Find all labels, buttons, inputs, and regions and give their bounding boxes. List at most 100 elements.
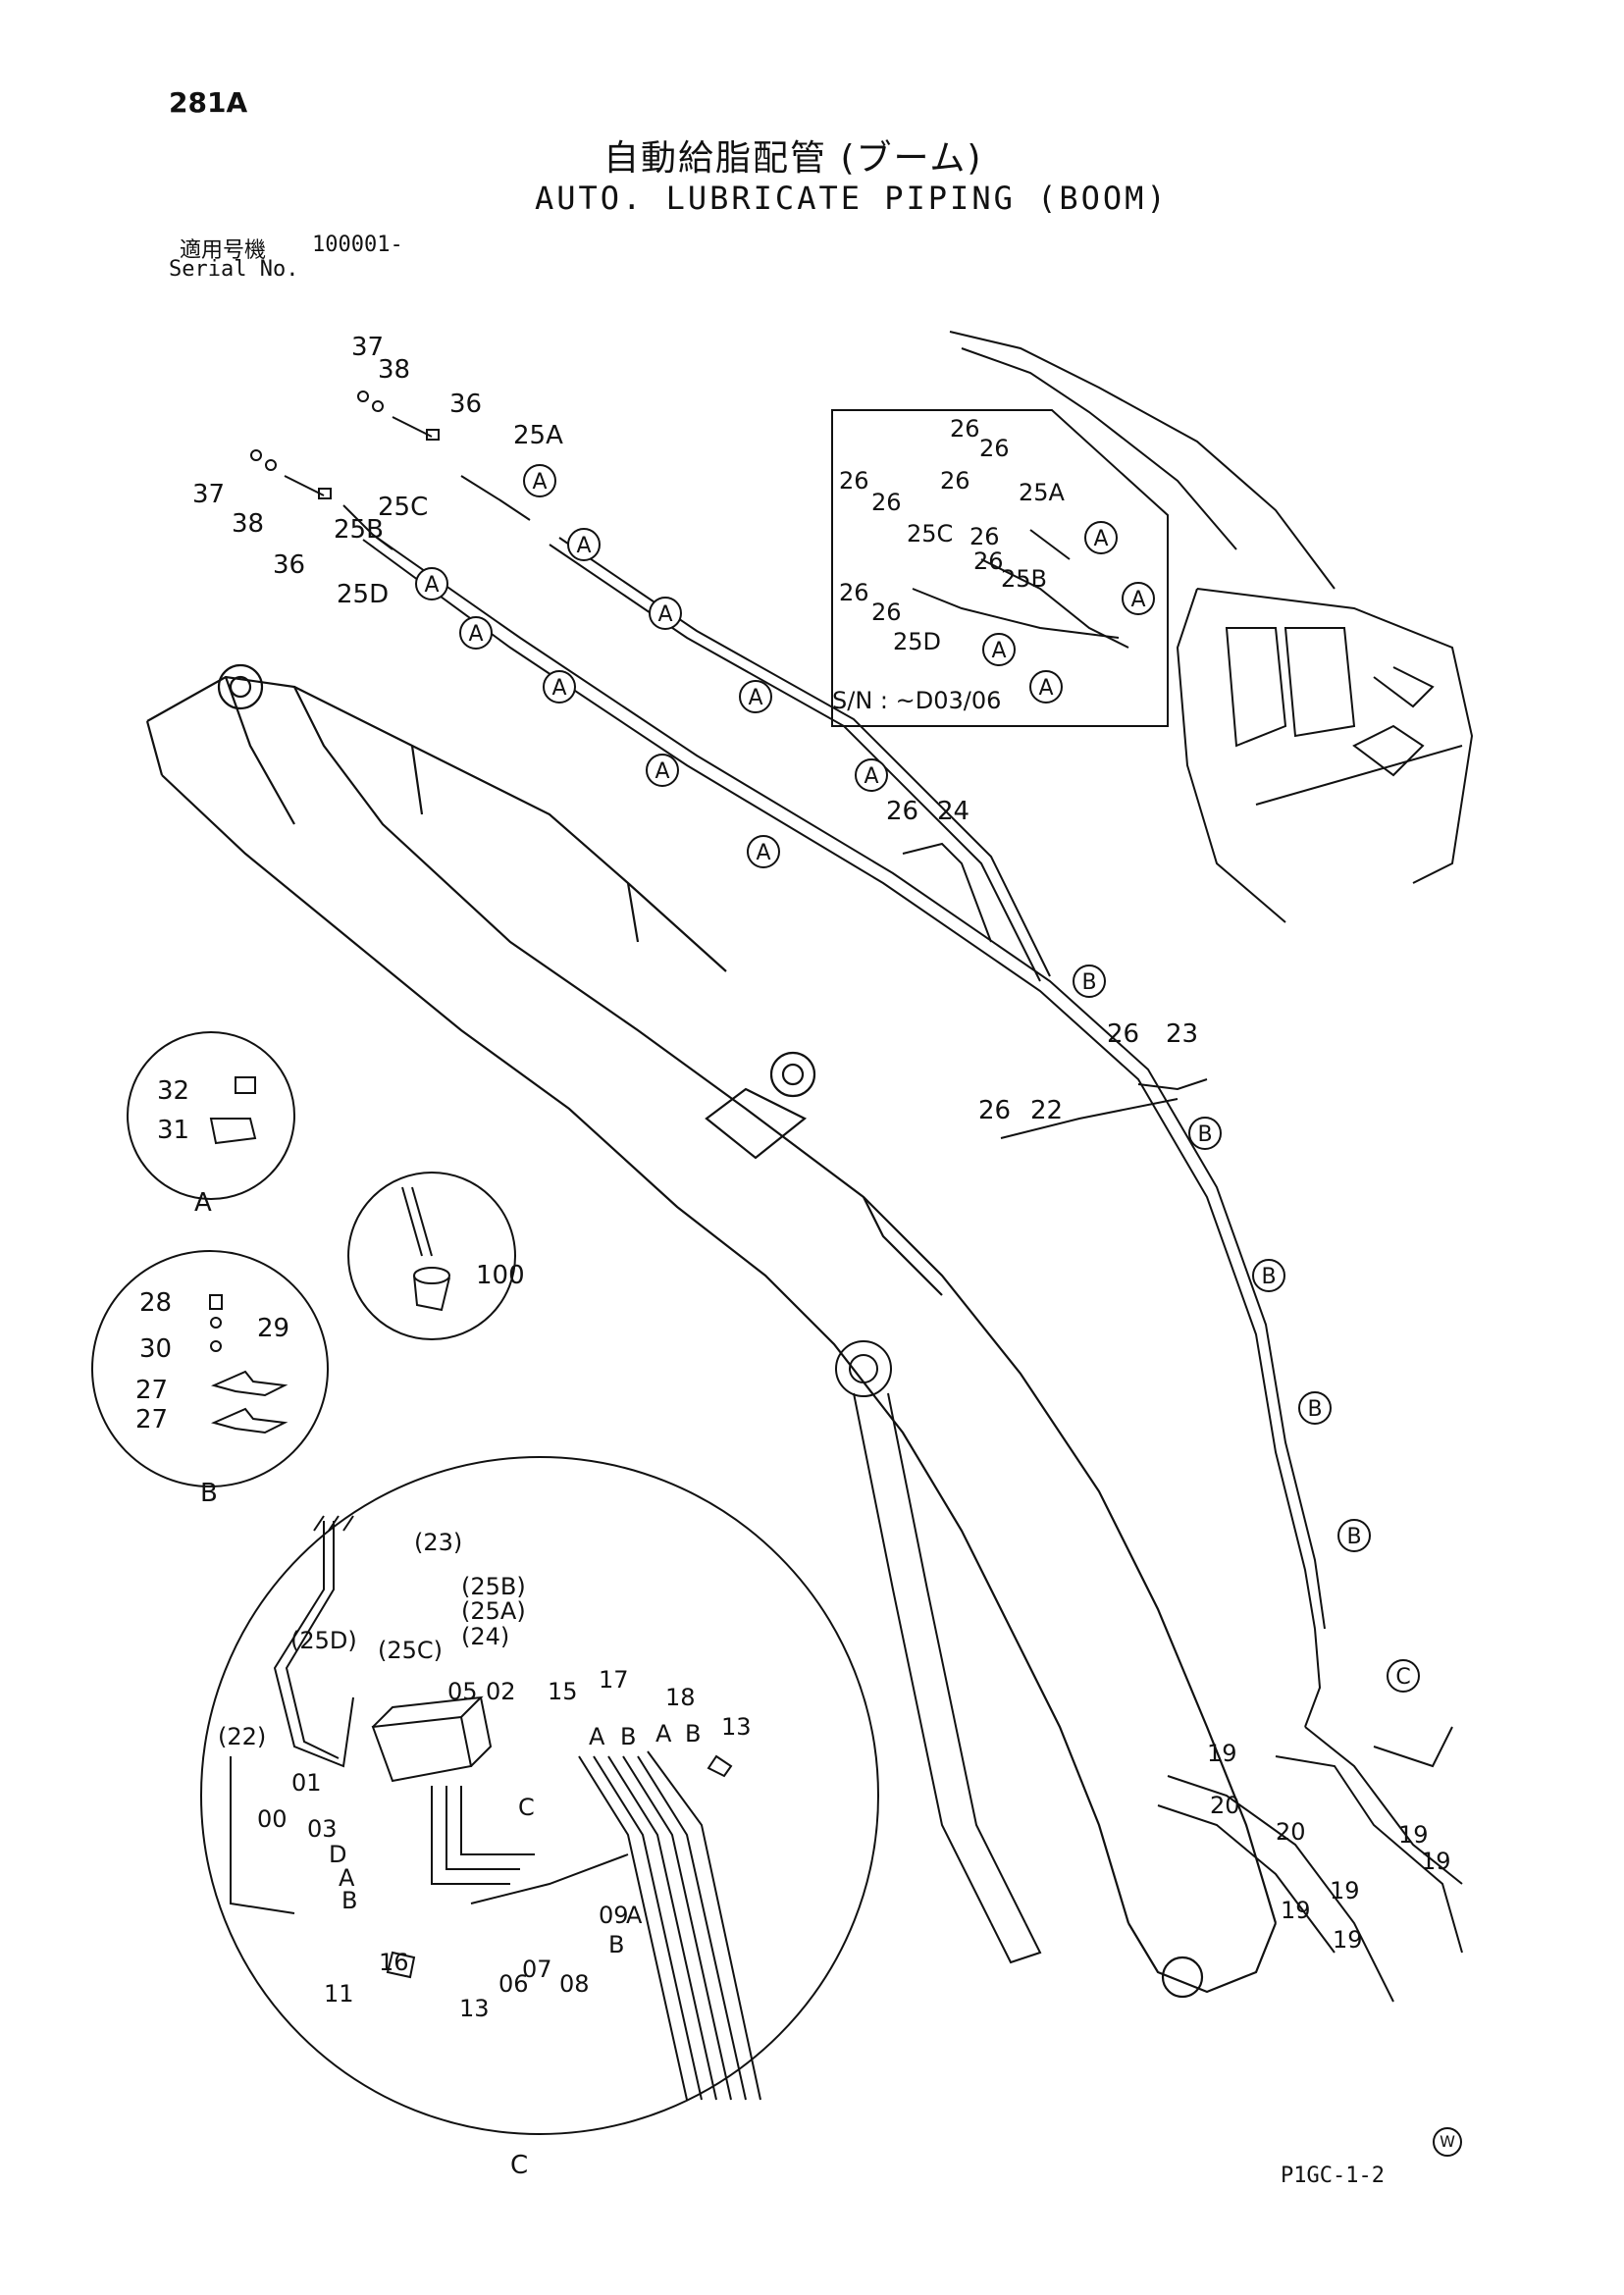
callout-detail-c-25: A bbox=[626, 1902, 643, 1929]
page-number: 281A bbox=[169, 86, 248, 119]
clamp-a-ring-7-ring bbox=[646, 754, 679, 787]
callout-detail-b-1: 29 bbox=[257, 1314, 289, 1343]
clamp-b-ring-3: B bbox=[1307, 1397, 1322, 1422]
callout-detail-a-31: 31 bbox=[157, 1116, 189, 1145]
w-mark: W bbox=[1433, 2127, 1462, 2157]
clamp-b-ring-2: B bbox=[1261, 1265, 1276, 1289]
inset-a-ring-0-ring bbox=[1084, 521, 1118, 554]
clamp-a-ring-1: A bbox=[576, 534, 591, 558]
callout-top-left-6: 36 bbox=[273, 550, 305, 580]
inset-box bbox=[831, 409, 1169, 727]
title-japanese: 自動給脂配管 (ブーム) bbox=[603, 138, 983, 179]
callout-detail-c-20: D bbox=[329, 1841, 346, 1868]
clamp-a-ring-3: A bbox=[468, 622, 483, 647]
clamp-b-ring-0-ring bbox=[1073, 965, 1106, 998]
callout-inset-12: 25D bbox=[893, 628, 941, 655]
clamp-b-ring-4-ring bbox=[1337, 1519, 1371, 1552]
callout-inset-11: 26 bbox=[973, 548, 1004, 575]
inset-a-ring-1: A bbox=[1130, 588, 1145, 612]
callout-detail-c-18: 00 bbox=[257, 1805, 288, 1833]
clamp-b-ring-1-ring bbox=[1188, 1117, 1222, 1150]
callout-detail-c-15: B bbox=[685, 1720, 701, 1747]
callout-top-left-8: 25B bbox=[334, 515, 384, 545]
callout-detail-c-14: A bbox=[655, 1720, 672, 1747]
callout-inset-4: 26 bbox=[940, 467, 970, 495]
detail-b bbox=[91, 1250, 329, 1487]
callout-top-left-1: 38 bbox=[378, 355, 410, 385]
callout-detail-c-7: 05 bbox=[447, 1678, 478, 1705]
callout-detail-c-17: 01 bbox=[291, 1769, 322, 1797]
callout-bottom-right-5: 19 bbox=[1330, 1877, 1360, 1904]
clamp-a-ring-4: A bbox=[657, 602, 672, 627]
callout-detail-c-12: B bbox=[620, 1723, 636, 1750]
callout-detail-c-4: (25D) bbox=[290, 1627, 357, 1654]
callout-detail-c-6: (22) bbox=[218, 1723, 266, 1750]
callout-detail-c-0: (23) bbox=[414, 1529, 462, 1556]
callout-detail-b-4: 27 bbox=[135, 1405, 168, 1434]
detail-a-label: A bbox=[194, 1188, 212, 1218]
top-left-fittings bbox=[250, 391, 531, 550]
callout-detail-c-8: 02 bbox=[486, 1678, 516, 1705]
callout-bottom-right-6: 19 bbox=[1281, 1897, 1311, 1924]
callout-boom-4: 26 bbox=[978, 1096, 1011, 1125]
clamp-a-ring-9: A bbox=[756, 841, 770, 865]
callout-boom-3: 23 bbox=[1166, 1019, 1198, 1049]
detail-b-label: B bbox=[200, 1479, 218, 1508]
callout-detail-c-22: B bbox=[341, 1887, 357, 1914]
callout-detail-c-31: 07 bbox=[522, 1956, 552, 1983]
callout-top-left-3: 25A bbox=[513, 421, 563, 450]
clamp-a-ring-1-ring bbox=[567, 528, 601, 561]
callout-detail-c-30: 06 bbox=[498, 1970, 529, 1998]
callout-inset-9: 26 bbox=[871, 599, 902, 626]
callout-inset-7: 26 bbox=[969, 523, 1000, 550]
callout-inset-6: 25A bbox=[1019, 479, 1066, 506]
callout-inset-0: 26 bbox=[950, 415, 980, 443]
clamp-a-ring-9-ring bbox=[747, 835, 780, 868]
callout-detail-c-10: 17 bbox=[599, 1666, 629, 1694]
clamp-b-ring-4: B bbox=[1346, 1525, 1361, 1549]
clamp-a-ring-6-ring bbox=[543, 670, 576, 704]
clamp-a-ring-7: A bbox=[655, 759, 669, 784]
callout-detail-c-32: 08 bbox=[559, 1970, 590, 1998]
callout-detail-b-3: 27 bbox=[135, 1376, 168, 1405]
clamp-a-ring-0: A bbox=[532, 470, 547, 495]
callout-detail-b-2: 30 bbox=[139, 1334, 172, 1364]
boom-cylinder bbox=[835, 1340, 1042, 1964]
clamp-a-ring-5-ring bbox=[739, 680, 772, 713]
inset-a-ring-3: A bbox=[1038, 676, 1053, 701]
boom-body bbox=[145, 663, 1278, 1999]
callout-bottom-right-4: 19 bbox=[1421, 1848, 1451, 1875]
clamp-a-ring-8-ring bbox=[855, 758, 888, 792]
callout-detail-c-13: 18 bbox=[665, 1684, 696, 1711]
callout-top-left-5: 38 bbox=[232, 509, 264, 539]
callout-detail-c-3: (24) bbox=[461, 1623, 509, 1650]
callout-detail-c-27: 16 bbox=[379, 1949, 409, 1976]
clamp-a-ring-8: A bbox=[864, 764, 878, 789]
callout-detail-c-21: A bbox=[339, 1864, 355, 1892]
clamp-a-ring-0-ring bbox=[523, 464, 556, 497]
clamp-a-ring-3-ring bbox=[459, 616, 493, 650]
clamp-a-ring-2-ring bbox=[415, 567, 448, 600]
clamp-b-ring-2-ring bbox=[1252, 1259, 1285, 1292]
callout-bottom-right-7: 19 bbox=[1333, 1926, 1363, 1954]
callout-top-left-0: 37 bbox=[351, 333, 384, 362]
callout-inset-1: 26 bbox=[979, 435, 1010, 462]
inset-a-ring-3-ring bbox=[1029, 670, 1063, 704]
detail-100 bbox=[347, 1172, 516, 1340]
callout-inset-5: 25C bbox=[907, 520, 953, 548]
callout-top-left-7: 25C bbox=[378, 493, 428, 522]
callout-detail-100: 100 bbox=[476, 1261, 525, 1290]
callout-bottom-right-1: 20 bbox=[1210, 1792, 1240, 1819]
callout-detail-c-16: 13 bbox=[721, 1713, 752, 1741]
bottom-right-hoses bbox=[1157, 1726, 1463, 2003]
callout-inset-2: 26 bbox=[839, 467, 869, 495]
callout-detail-c-1: (25B) bbox=[461, 1573, 526, 1600]
serial-label-japanese: 適用号機 bbox=[180, 238, 267, 263]
callout-top-left-2: 36 bbox=[449, 390, 482, 419]
callout-detail-c-2: (25A) bbox=[461, 1597, 526, 1625]
clamp-a-ring-5: A bbox=[748, 686, 762, 710]
callout-top-left-4: 37 bbox=[192, 480, 225, 509]
serial-label-english: Serial No. bbox=[169, 257, 299, 282]
